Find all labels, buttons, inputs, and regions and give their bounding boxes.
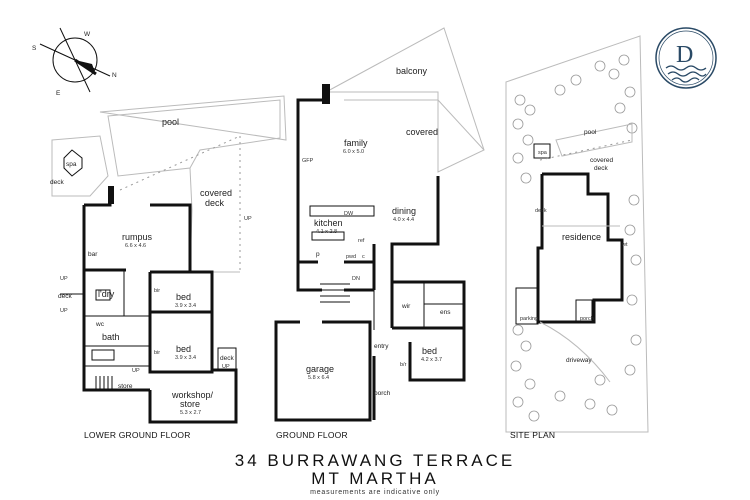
bath-label: bath [102, 332, 120, 342]
lower-deck-label: deck [50, 179, 64, 186]
measurement-disclaimer: measurements are indicative only [310, 489, 440, 496]
ground-floor-title: GROUND FLOOR [276, 430, 348, 440]
compass-rose: W S E N [32, 27, 117, 97]
bir1-label: bir [154, 288, 160, 294]
compass-e: E [56, 90, 61, 97]
ground-floor-plan: balcony family 6.0 x 5.0 covered GFP kit… [274, 27, 485, 440]
driveway-label: driveway [566, 357, 592, 364]
lower-ground-floor-plan: pool spa deck covered deck rumpus 6.6 x … [50, 95, 287, 440]
agency-logo: D [655, 27, 717, 89]
kitchen-dim: 4.1 x 2.8 [316, 229, 337, 235]
garage-dim: 5.8 x 6.4 [308, 375, 329, 381]
site-deck-label: deck [594, 165, 608, 172]
bed1-label: bed [176, 292, 191, 302]
garage-label: garage [306, 364, 334, 374]
ref-label: ref [358, 238, 365, 244]
bir2-label: bir [154, 350, 160, 356]
dining-dim: 4.0 x 4.4 [393, 217, 414, 223]
entry-label: entry [374, 343, 389, 350]
rumpus-label: rumpus [122, 232, 153, 242]
up-label-3: UP [60, 308, 68, 314]
property-suburb: MT MARTHA [311, 469, 438, 488]
compass-n: W [84, 31, 91, 38]
site-porch-label: porch [580, 316, 594, 322]
water-tank-label: wt [621, 242, 628, 248]
lower-floor-title: LOWER GROUND FLOOR [84, 430, 191, 440]
bed-label: bed [422, 346, 437, 356]
robe-label: b/r [400, 362, 407, 368]
dining-label: dining [392, 206, 416, 216]
dn-label: DN [352, 276, 360, 282]
deck-right-label: deck [220, 355, 234, 362]
lower-pool-label: pool [162, 117, 179, 127]
site-spa-label: spa [538, 150, 548, 156]
workshop-label: workshop/ [171, 390, 214, 400]
bed1-dim: 3.9 x 3.4 [175, 303, 196, 309]
bed2-label: bed [176, 344, 191, 354]
family-label: family [344, 138, 368, 148]
site-plan: pool spa covered deck deck residence wt … [505, 35, 649, 440]
wc-label: wc [95, 321, 105, 328]
site-plan-title: SITE PLAN [510, 430, 555, 440]
covered-deck-label: covered [200, 188, 232, 198]
pantry-label: p [316, 251, 320, 258]
site-deck-side-label: deck [535, 208, 547, 214]
site-covered-label: covered [590, 157, 614, 164]
dw-label: DW [344, 211, 354, 217]
compass-s: S [32, 45, 37, 52]
laundry-label: l'dry [98, 289, 115, 299]
up-label-5: UP [222, 364, 230, 370]
wir-label: wir [401, 303, 411, 310]
covered-label: covered [406, 127, 438, 137]
porch-label: porch [374, 390, 391, 397]
site-pool-label: pool [584, 129, 597, 136]
kitchen-label: kitchen [314, 218, 343, 228]
workshop-dim: 5.3 x 2.7 [180, 410, 201, 416]
gfp-label: GFP [302, 158, 314, 164]
covered-deck-label-2: deck [205, 198, 225, 208]
up-label-2: UP [60, 276, 68, 282]
family-dim: 6.0 x 5.0 [343, 149, 364, 155]
bed-dim: 4.2 x 3.7 [421, 357, 442, 363]
workshop-label-2: store [180, 399, 200, 409]
up-label-4: UP [132, 368, 140, 374]
residence-label: residence [562, 232, 601, 242]
up-label-1: UP [244, 216, 252, 222]
balcony-label: balcony [396, 66, 428, 76]
deck-side-label: deck [58, 293, 72, 300]
compass-w: N [112, 72, 117, 79]
logo-letter: D [676, 42, 693, 68]
parking-label: parking [520, 316, 538, 322]
bar-label: bar [88, 251, 98, 258]
store-label: store [118, 383, 133, 390]
bed2-dim: 3.9 x 3.4 [175, 355, 196, 361]
property-address: 34 BURRAWANG TERRACE [235, 451, 515, 470]
rumpus-dim: 6.6 x 4.6 [125, 243, 146, 249]
cupboard-label: c [362, 254, 365, 260]
lower-spa-label: spa [66, 161, 77, 168]
ens-label: ens [440, 309, 451, 316]
pwd-label: pwd [346, 254, 356, 260]
